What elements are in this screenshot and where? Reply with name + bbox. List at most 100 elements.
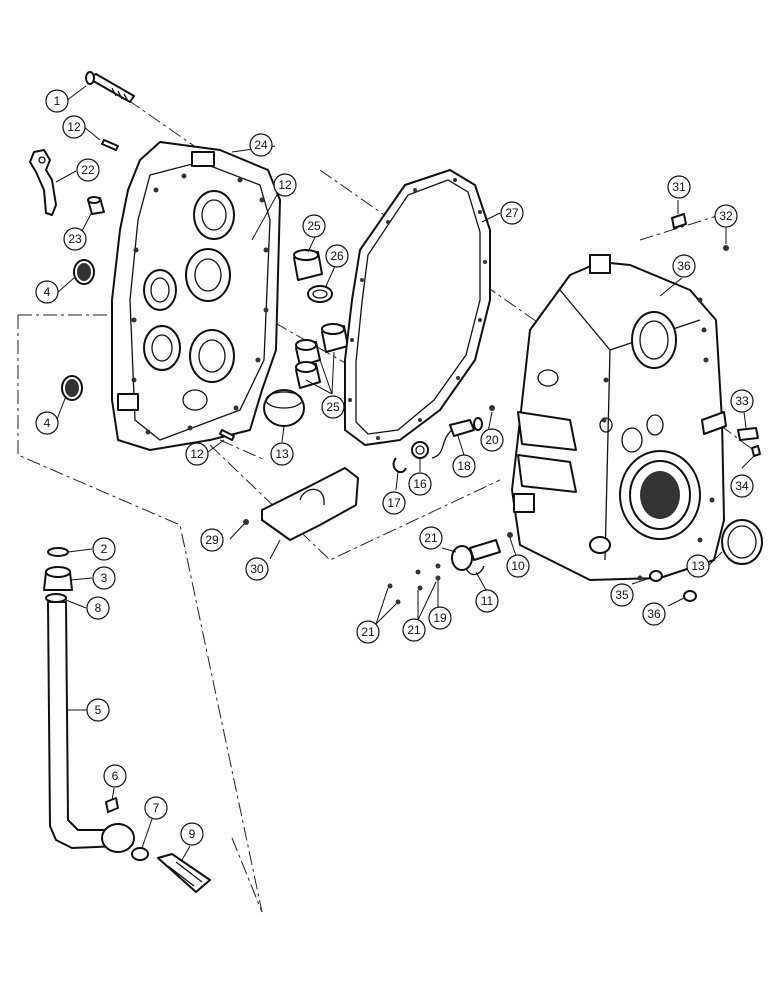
nut-guard — [243, 519, 249, 525]
callout-1: 1 — [45, 89, 69, 113]
o-ring-tube — [45, 593, 67, 603]
svg-text:7: 7 — [153, 801, 160, 815]
svg-text:33: 33 — [735, 394, 749, 408]
callout-3: 3 — [92, 566, 116, 590]
callout-8: 8 — [86, 596, 110, 620]
svg-text:8: 8 — [95, 601, 102, 615]
callout-13-right: 13 — [686, 554, 710, 578]
svg-text:2: 2 — [101, 542, 108, 556]
gear-lower — [61, 375, 83, 401]
roll-pin-top — [101, 139, 119, 151]
clip — [392, 457, 407, 474]
svg-text:24: 24 — [254, 138, 268, 152]
callout-31: 32 — [714, 204, 738, 228]
callout-2: 2 — [92, 537, 116, 561]
svg-text:29: 29 — [205, 533, 219, 547]
svg-text:13: 13 — [275, 447, 289, 461]
svg-text:36: 36 — [647, 607, 661, 621]
callout-4-lower: 4 — [35, 411, 59, 435]
svg-text:25: 25 — [307, 219, 321, 233]
o-ring-top — [47, 547, 69, 557]
svg-text:6: 6 — [112, 769, 119, 783]
callouts: 1 12 22 23 4 4 24 12 12 25 26 25 13 27 2… — [35, 89, 754, 846]
svg-text:32: 32 — [719, 209, 733, 223]
callout-21: 21 — [356, 620, 380, 644]
bolt — [85, 71, 135, 103]
svg-text:11: 11 — [481, 594, 494, 608]
svg-text:10: 10 — [511, 559, 525, 573]
svg-text:1: 1 — [54, 94, 61, 108]
svg-text:12: 12 — [190, 447, 204, 461]
svg-text:23: 23 — [68, 232, 82, 246]
callout-10: 10 — [506, 554, 530, 578]
rear-housing — [511, 254, 727, 581]
gear-upper — [73, 259, 95, 285]
callout-14: 16 — [408, 472, 432, 496]
svg-text:4: 4 — [44, 285, 51, 299]
svg-text:36: 36 — [677, 259, 691, 273]
sensor-upper — [431, 417, 483, 459]
plug-small — [683, 590, 697, 602]
gasket — [344, 169, 491, 446]
callout-4-upper: 4 — [35, 280, 59, 304]
callout-12-mid: 12 — [273, 173, 297, 197]
callout-28: 29 — [200, 528, 224, 552]
washer-small — [723, 245, 729, 251]
o-ring-small — [649, 570, 663, 582]
plug — [671, 213, 687, 229]
svg-text:13: 13 — [691, 559, 705, 573]
callout-27: 27 — [500, 201, 524, 225]
filler-tube — [47, 601, 135, 853]
callout-24: 24 — [249, 133, 273, 157]
svg-text:9: 9 — [189, 827, 196, 841]
callout-5: 5 — [86, 698, 110, 722]
svg-text:17: 17 — [387, 496, 401, 510]
dipstick-sleeve — [157, 853, 211, 893]
callout-20: 21 — [402, 618, 426, 642]
callout-30: 31 — [667, 175, 691, 199]
bolt-small — [751, 445, 761, 457]
svg-text:25: 25 — [326, 400, 340, 414]
front-housing — [111, 141, 281, 451]
guard — [261, 467, 359, 541]
bushings — [263, 249, 349, 427]
nut-upper — [489, 405, 495, 411]
svg-text:26: 26 — [330, 249, 344, 263]
svg-text:4: 4 — [44, 416, 51, 430]
callout-25-top: 25 — [302, 214, 326, 238]
roll-pin-bottom — [219, 429, 235, 441]
callout-17: 20 — [480, 428, 504, 452]
screws — [387, 563, 441, 605]
plate — [737, 427, 759, 441]
lever — [29, 149, 57, 216]
bushing-small — [87, 196, 105, 215]
callout-32: 33 — [730, 389, 754, 413]
svg-text:22: 22 — [81, 163, 95, 177]
callout-34: 35 — [610, 583, 634, 607]
callout-16: 18 — [452, 454, 476, 478]
callout-12-bottom: 12 — [185, 442, 209, 466]
sensor-lower — [451, 539, 501, 576]
svg-text:5: 5 — [95, 703, 102, 717]
nut-lower — [507, 532, 513, 538]
svg-text:35: 35 — [615, 588, 629, 602]
callout-6: 6 — [103, 764, 127, 788]
callout-36: 36 — [672, 254, 696, 278]
callout-18: 21 — [419, 526, 443, 550]
svg-text:16: 16 — [413, 477, 427, 491]
callout-33: 34 — [730, 474, 754, 498]
svg-text:31: 31 — [672, 180, 686, 194]
svg-text:21: 21 — [407, 623, 421, 637]
callout-7: 7 — [144, 796, 168, 820]
callout-22: 22 — [76, 158, 100, 182]
callout-13-left: 13 — [270, 442, 294, 466]
svg-text:27: 27 — [505, 206, 519, 220]
svg-text:21: 21 — [361, 625, 375, 639]
callout-29: 30 — [245, 557, 269, 581]
svg-text:30: 30 — [250, 562, 264, 576]
callout-23: 23 — [63, 227, 87, 251]
callout-11: 11 — [475, 589, 499, 613]
svg-text:34: 34 — [735, 479, 749, 493]
